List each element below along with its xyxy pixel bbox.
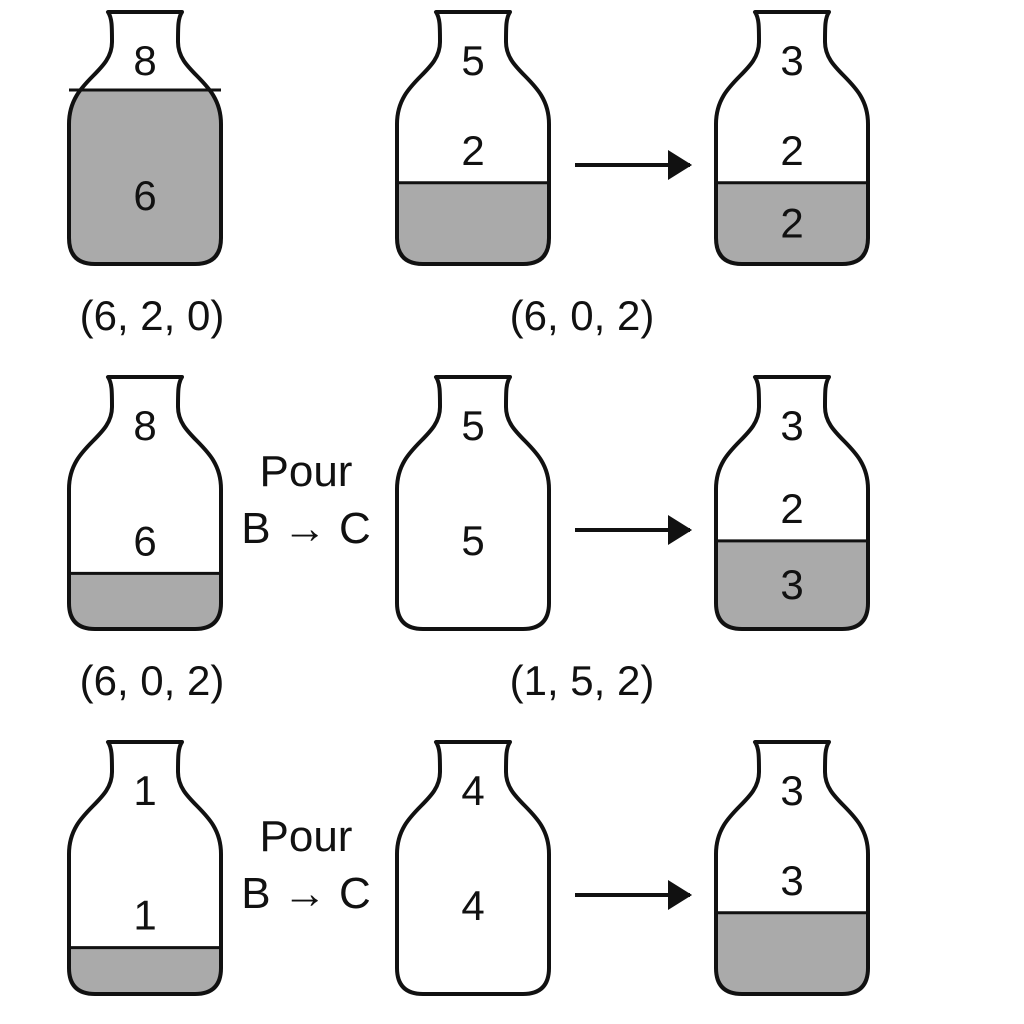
arrowhead-icon bbox=[668, 515, 692, 545]
jug-capacity-label: 3 bbox=[780, 767, 803, 814]
arrowhead-icon bbox=[668, 150, 692, 180]
jug-outline bbox=[395, 740, 551, 996]
jug-level-label: 1 bbox=[133, 892, 156, 939]
jug-level-label: 5 bbox=[461, 517, 484, 564]
jug-outline bbox=[67, 740, 223, 996]
liquid-fill bbox=[716, 182, 868, 264]
jug-level-label: 3 bbox=[780, 857, 803, 904]
jug-content-label: 2 bbox=[780, 199, 803, 246]
liquid-fill bbox=[69, 573, 221, 629]
arrowhead-icon bbox=[668, 880, 692, 910]
liquid-fill bbox=[397, 182, 549, 264]
pour-label: Pour bbox=[260, 812, 353, 861]
jug-level-label: 2 bbox=[780, 485, 803, 532]
jug-3-1: 11 bbox=[67, 740, 223, 996]
jug-3-3: 33 bbox=[714, 740, 870, 996]
jug-capacity-label: 3 bbox=[780, 402, 803, 449]
pour-direction-label: B → C bbox=[241, 869, 371, 918]
state-caption-left: (6, 0, 2) bbox=[80, 657, 225, 704]
jug-2-2: 55 bbox=[395, 375, 551, 631]
jug-capacity-label: 5 bbox=[461, 37, 484, 84]
jug-capacity-label: 5 bbox=[461, 402, 484, 449]
jug-capacity-label: 8 bbox=[133, 37, 156, 84]
jug-level-label: 6 bbox=[133, 172, 156, 219]
jug-capacity-label: 1 bbox=[133, 767, 156, 814]
jug-1-1: 86 bbox=[67, 10, 223, 266]
jug-1-2: 52 bbox=[395, 10, 551, 266]
liquid-fill bbox=[716, 912, 868, 994]
jug-2-1: 86 bbox=[67, 375, 223, 631]
jug-outline bbox=[395, 375, 551, 631]
liquid-fill bbox=[69, 947, 221, 994]
jug-capacity-label: 4 bbox=[461, 767, 484, 814]
jug-level-label: 6 bbox=[133, 517, 156, 564]
jug-level-label: 2 bbox=[461, 127, 484, 174]
jug-capacity-label: 3 bbox=[780, 37, 803, 84]
state-caption-left: (6, 2, 0) bbox=[80, 292, 225, 339]
liquid-fill bbox=[69, 90, 221, 264]
jug-outline bbox=[67, 10, 223, 266]
jug-1-3: 3 2 2 bbox=[714, 10, 870, 266]
pour-label: Pour bbox=[260, 447, 353, 496]
state-caption-right: (6, 0, 2) bbox=[510, 292, 655, 339]
jug-outline bbox=[714, 375, 870, 631]
jug-outline bbox=[395, 10, 551, 266]
pour-direction-label: B → C bbox=[241, 504, 371, 553]
jug-level-label: 4 bbox=[461, 882, 484, 929]
jug-outline bbox=[714, 740, 870, 996]
jug-outline bbox=[714, 10, 870, 266]
jug-level-label: 2 bbox=[780, 127, 803, 174]
state-caption-right: (1, 5, 2) bbox=[510, 657, 655, 704]
jug-content-label: 3 bbox=[780, 561, 803, 608]
liquid-fill bbox=[716, 540, 868, 629]
jug-outline bbox=[67, 375, 223, 631]
jug-2-3: 3 2 3 bbox=[714, 375, 870, 631]
jug-capacity-label: 8 bbox=[133, 402, 156, 449]
jug-3-2: 44 bbox=[395, 740, 551, 996]
